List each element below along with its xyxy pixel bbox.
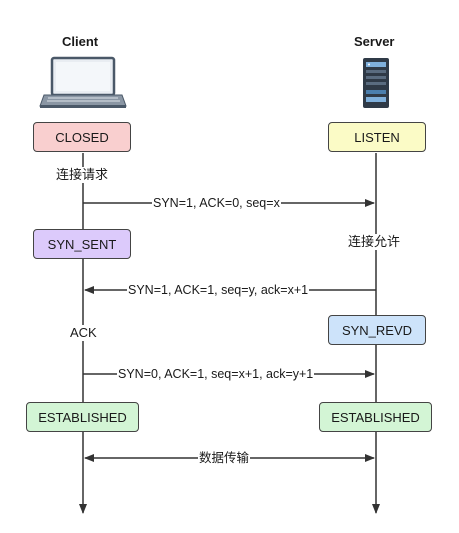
server-allow-label: 连接允许	[347, 234, 402, 250]
syn-message-label: SYN=1, ACK=0, seq=x	[152, 195, 281, 211]
server-title: Server	[354, 34, 395, 49]
state-closed: CLOSED	[33, 122, 131, 152]
state-listen: LISTEN	[328, 122, 426, 152]
client-request-label: 连接请求	[55, 167, 110, 183]
server-icon	[363, 58, 389, 108]
laptop-icon	[39, 56, 127, 108]
data-transfer-label: 数据传输	[198, 450, 251, 466]
client-ack-label: ACK	[68, 325, 99, 341]
client-title: Client	[62, 34, 99, 49]
state-established-client: ESTABLISHED	[26, 402, 139, 432]
state-syn-revd: SYN_REVD	[328, 315, 426, 345]
state-syn-sent: SYN_SENT	[33, 229, 131, 259]
state-established-server: ESTABLISHED	[319, 402, 432, 432]
ack-message-label: SYN=0, ACK=1, seq=x+1, ack=y+1	[117, 366, 315, 382]
syn-ack-message-label: SYN=1, ACK=1, seq=y, ack=x+1	[127, 282, 310, 298]
